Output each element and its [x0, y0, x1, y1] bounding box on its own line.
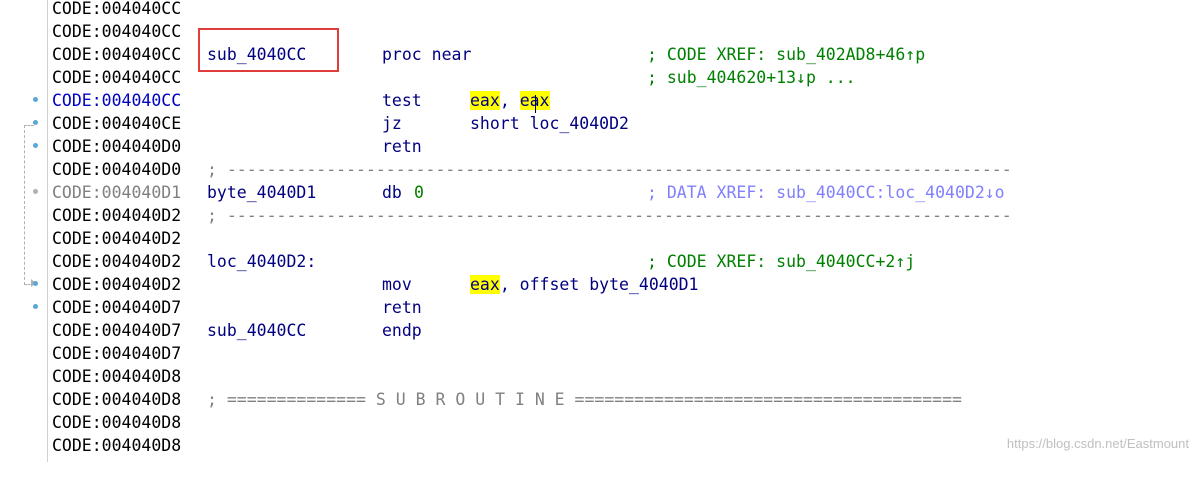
address: CODE:004040D8	[52, 367, 182, 386]
address: CODE:004040D0	[52, 137, 182, 156]
address: CODE:004040CC	[52, 22, 182, 41]
listing-row[interactable]: CODE:004040D7 retn	[0, 296, 1199, 319]
listing-row[interactable]: CODE:004040D8	[0, 434, 1199, 457]
breakpoint-dot-icon[interactable]	[33, 281, 38, 286]
breakpoint-dot-icon[interactable]	[33, 304, 38, 309]
operands[interactable]: short loc_4040D2	[470, 114, 629, 133]
listing-row[interactable]: CODE:004040D0 retn	[0, 135, 1199, 158]
address: CODE:004040D7	[52, 344, 182, 363]
address: CODE:004040D8	[52, 436, 182, 455]
breakpoint-dot-icon[interactable]	[33, 120, 38, 125]
breakpoint-dot-icon[interactable]	[33, 189, 38, 194]
address: CODE:004040D0	[52, 160, 182, 179]
listing-row[interactable]: CODE:004040D2 mov eax, offset byte_4040D…	[0, 273, 1199, 296]
directive: proc near	[382, 45, 472, 64]
subroutine-separator: ; ============== S U B R O U T I N E ===…	[207, 390, 962, 409]
directive: db	[382, 183, 402, 202]
xref-comment[interactable]: ; CODE XREF: sub_402AD8+46↑p	[647, 45, 926, 64]
mnemonic: retn	[382, 298, 422, 317]
listing-row[interactable]: CODE:004040D0 ; ------------------------…	[0, 158, 1199, 181]
data-value: 0	[414, 183, 424, 202]
listing-row[interactable]: CODE:004040D2 ; ------------------------…	[0, 204, 1199, 227]
directive: endp	[382, 321, 422, 340]
address: CODE:004040CC	[52, 68, 182, 87]
listing-row[interactable]: CODE:004040D8	[0, 411, 1199, 434]
listing-row[interactable]: CODE:004040CC sub_4040CC proc near ; COD…	[0, 43, 1199, 66]
listing-row[interactable]: CODE:004040D8	[0, 365, 1199, 388]
xref-comment[interactable]: ; sub_404620+13↓p ...	[647, 68, 856, 87]
gutter-divider	[47, 0, 48, 462]
mnemonic: retn	[382, 137, 422, 156]
address: CODE:004040D7	[52, 321, 182, 340]
address: CODE:004040D2	[52, 206, 182, 225]
text-cursor	[535, 95, 536, 113]
listing-row[interactable]: CODE:004040D8 ; ============== S U B R O…	[0, 388, 1199, 411]
jump-arrow	[24, 125, 34, 285]
listing-row[interactable]: CODE:004040D7	[0, 342, 1199, 365]
proc-label[interactable]: sub_4040CC	[207, 45, 307, 64]
highlight-box	[198, 28, 339, 72]
address: CODE:004040D2	[52, 229, 182, 248]
listing-row[interactable]: CODE:004040D7 sub_4040CC endp	[0, 319, 1199, 342]
breakpoint-dot-icon[interactable]	[33, 97, 38, 102]
address: CODE:004040D7	[52, 298, 182, 317]
xref-comment[interactable]: ; DATA XREF: sub_4040CC:loc_4040D2↓o	[647, 183, 1005, 202]
register-highlight[interactable]: eax	[519, 91, 550, 110]
listing-row[interactable]: CODE:004040D2	[0, 227, 1199, 250]
address: CODE:004040CC	[52, 0, 182, 18]
separator-line: ; --------------------------------------…	[207, 160, 1012, 179]
register-highlight[interactable]: eax	[470, 275, 500, 294]
operands: eax, offset byte_4040D1	[470, 275, 699, 294]
listing-row[interactable]: CODE:004040D1 byte_4040D1 db 0 ; DATA XR…	[0, 181, 1199, 204]
listing-row[interactable]: CODE:004040CC	[0, 20, 1199, 43]
mnemonic: jz	[382, 114, 402, 133]
listing-row-current[interactable]: CODE:004040CC test eax, eax	[0, 89, 1199, 112]
xref-comment[interactable]: ; CODE XREF: sub_4040CC+2↑j	[647, 252, 916, 271]
address: CODE:004040D8	[52, 413, 182, 432]
register-highlight[interactable]: eax	[470, 91, 500, 110]
address: CODE:004040D2	[52, 252, 182, 271]
operands: eax, eax	[470, 89, 550, 112]
address: CODE:004040D2	[52, 275, 182, 294]
watermark: https://blog.csdn.net/Eastmount	[1006, 436, 1189, 451]
loc-label[interactable]: loc_4040D2:	[207, 252, 317, 271]
proc-end-label[interactable]: sub_4040CC	[207, 321, 307, 340]
listing-row[interactable]: CODE:004040D2 loc_4040D2: ; CODE XREF: s…	[0, 250, 1199, 273]
breakpoint-dot-icon[interactable]	[33, 143, 38, 148]
listing-row[interactable]: CODE:004040CC	[0, 0, 1199, 20]
listing-row[interactable]: CODE:004040CC ; sub_404620+13↓p ...	[0, 66, 1199, 89]
listing-row[interactable]: CODE:004040CE jz short loc_4040D2	[0, 112, 1199, 135]
address: CODE:004040CE	[52, 114, 182, 133]
mnemonic: mov	[382, 275, 412, 294]
disassembly-listing[interactable]: CODE:004040CC CODE:004040CC CODE:004040C…	[0, 0, 1199, 462]
mnemonic: test	[382, 91, 422, 110]
address: CODE:004040CC	[52, 45, 182, 64]
address: CODE:004040CC	[52, 91, 182, 110]
separator-line: ; --------------------------------------…	[207, 206, 1012, 225]
address: CODE:004040D1	[52, 183, 182, 202]
address: CODE:004040D8	[52, 390, 182, 409]
data-label[interactable]: byte_4040D1	[207, 183, 317, 202]
